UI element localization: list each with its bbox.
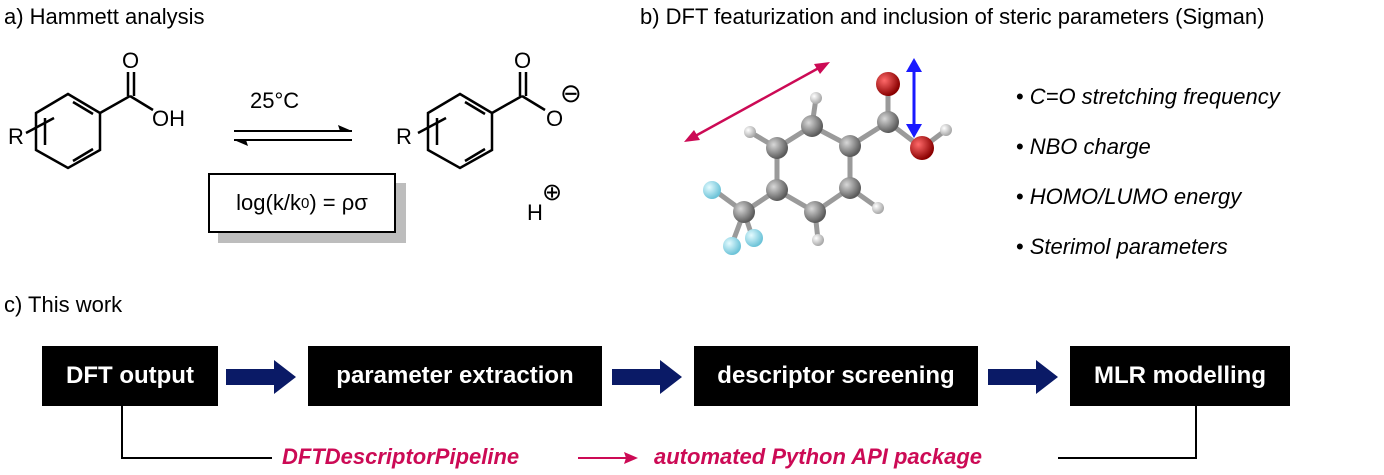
steric-arrow-icon [684, 62, 830, 142]
pipeline-connector [121, 406, 1197, 464]
reactant-r-label: R [8, 124, 24, 149]
reactant-benzoic-acid [25, 72, 154, 170]
equation-suffix: ) = ρσ [309, 190, 368, 215]
product-r-label: R [396, 124, 412, 149]
pipeline-name: DFTDescriptorPipeline [282, 444, 520, 469]
flow-arrow-icon [988, 360, 1058, 394]
descriptor-item: •HOMO/LUMO energy [1016, 184, 1280, 234]
descriptor-label: HOMO/LUMO energy [1029, 184, 1242, 209]
molecule-3d-model [684, 58, 952, 255]
panel-b-title: b) DFT featurization and inclusion of st… [640, 4, 1265, 29]
minus-charge-icon: ⊖ [560, 78, 582, 108]
descriptor-item: •NBO charge [1016, 134, 1280, 184]
stage-mlr-modelling: MLR modelling [1070, 346, 1290, 406]
equation-subscript: 0 [300, 194, 310, 212]
descriptor-item: •Sterimol parameters [1016, 234, 1280, 284]
proton-label: H [527, 200, 543, 225]
reactant-oh-label: OH [152, 106, 185, 131]
bullet-icon: • [1016, 184, 1024, 209]
bullet-icon: • [1016, 84, 1024, 109]
product-o-minus-label: O [546, 106, 563, 131]
descriptor-item: •C=O stretching frequency [1016, 84, 1280, 134]
flow-arrow-icon [226, 360, 296, 394]
stage-parameter-extraction: parameter extraction [308, 346, 602, 406]
panel-c-title: c) This work [4, 292, 123, 317]
descriptor-label: NBO charge [1029, 134, 1151, 159]
hammett-scheme: R O OH 25°C R O O ⊖ H ⊕ [8, 48, 582, 225]
temperature-label: 25°C [250, 88, 299, 113]
bullet-icon: • [1016, 234, 1024, 259]
pipeline-description: automated Python API package [654, 444, 983, 469]
stage-dft-output: DFT output [42, 346, 218, 406]
descriptor-label: C=O stretching frequency [1029, 84, 1280, 109]
product-benzoate [417, 72, 546, 170]
product-o-label: O [514, 48, 531, 73]
panel-a-title: a) Hammett analysis [4, 4, 205, 29]
descriptor-list: •C=O stretching frequency •NBO charge •H… [1016, 84, 1280, 284]
plus-charge-icon: ⊕ [542, 179, 562, 206]
flow-arrow-icon [612, 360, 682, 394]
descriptor-label: Sterimol parameters [1029, 234, 1228, 259]
reactant-o-label: O [122, 48, 139, 73]
bullet-icon: • [1016, 134, 1024, 159]
equilibrium-arrows [234, 125, 352, 146]
molecule-atoms [703, 72, 952, 255]
equation-prefix: log(k/k [236, 190, 301, 215]
stage-descriptor-screening: descriptor screening [694, 346, 978, 406]
stretch-arrow-icon [906, 58, 922, 138]
